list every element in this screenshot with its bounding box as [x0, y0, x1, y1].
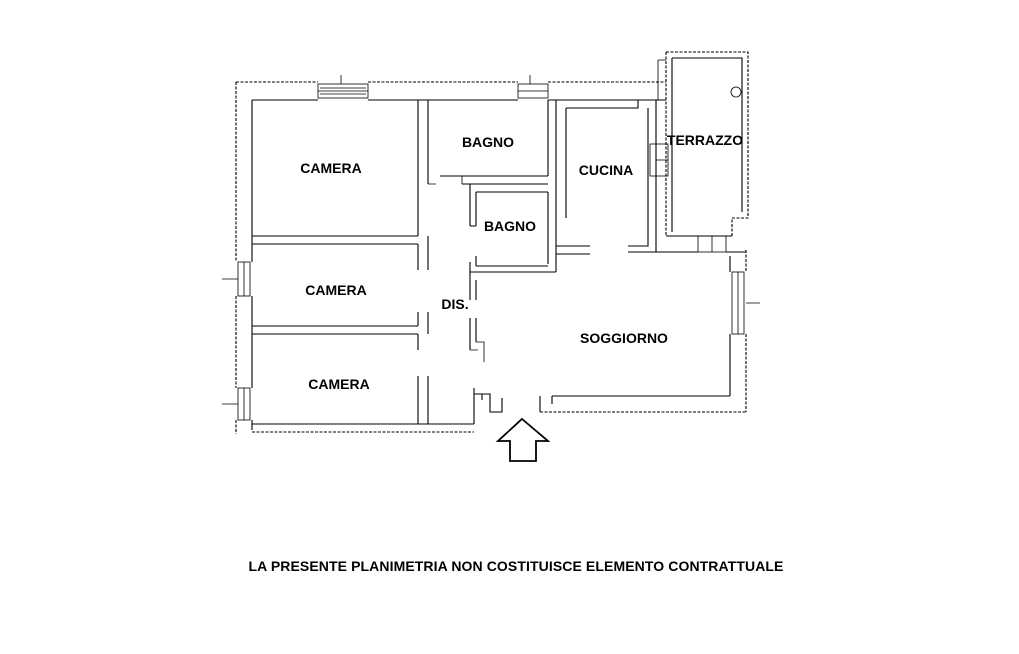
room-label-camera-middle: CAMERA	[305, 282, 366, 298]
entrance-arrow-icon	[495, 417, 551, 462]
outer-walls	[235, 81, 747, 434]
room-label-soggiorno: SOGGIORNO	[580, 330, 668, 346]
room-label-terrazzo: TERRAZZO	[667, 132, 743, 148]
left-windows	[222, 261, 251, 421]
right-window	[731, 271, 760, 335]
bagno-top-walls	[440, 100, 549, 185]
camera-top-walls	[252, 100, 436, 245]
cucina-walls	[555, 100, 669, 255]
room-label-cucina: CUCINA	[579, 162, 633, 178]
camera-middle-walls	[252, 244, 419, 335]
camera-bottom-walls	[417, 334, 429, 424]
room-label-camera-bottom: CAMERA	[308, 376, 369, 392]
room-label-bagno-small: BAGNO	[484, 218, 536, 234]
room-label-disimpegno: DIS.	[441, 296, 468, 312]
disimpegno-walls	[427, 236, 553, 424]
top-windows	[317, 75, 549, 99]
terrazzo-walls	[657, 51, 749, 253]
bagno-small-walls	[469, 184, 557, 273]
room-label-camera-top: CAMERA	[300, 160, 361, 176]
disclaimer-text: LA PRESENTE PLANIMETRIA NON COSTITUISCE …	[248, 558, 784, 574]
room-label-bagno-top: BAGNO	[462, 134, 514, 150]
